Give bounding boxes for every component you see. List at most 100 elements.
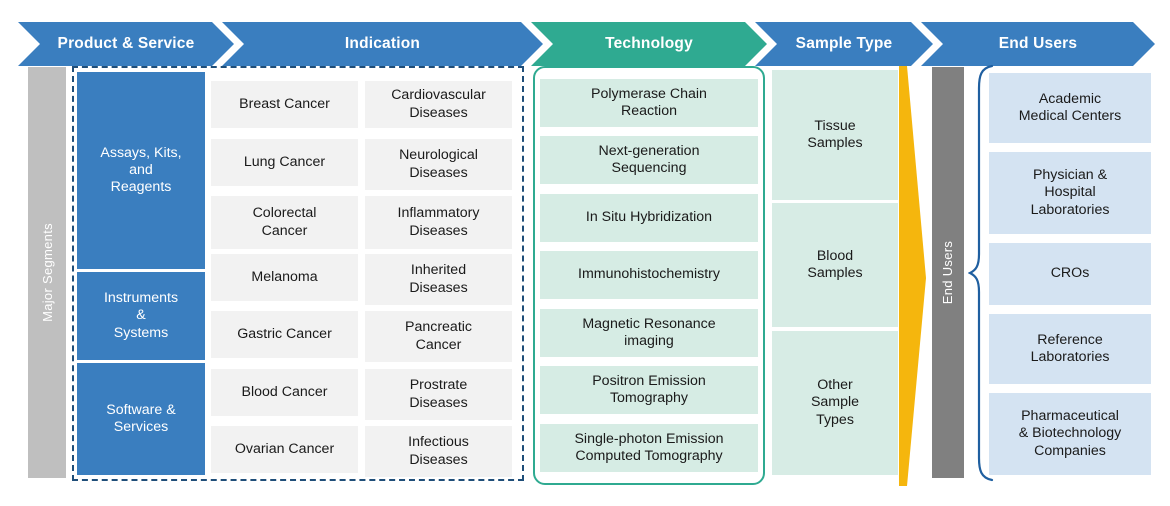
- end-user-item-cros[interactable]: CROs: [989, 243, 1151, 305]
- technology-item-in-situ-hybridization[interactable]: In Situ Hybridization: [540, 194, 758, 242]
- segment-assays-kits-reagents[interactable]: Assays, Kits, and Reagents: [77, 72, 205, 269]
- cell-line: Tomography: [609, 390, 689, 406]
- cell-line: Diseases: [409, 451, 468, 468]
- indication-item-prostrate-diseases[interactable]: Prostrate Diseases: [365, 369, 512, 420]
- cell-line: Computed Tomography: [575, 448, 723, 464]
- cell-line: Immunohistochemistry: [578, 266, 720, 283]
- indication-item-blood-cancer[interactable]: Blood Cancer: [211, 369, 358, 416]
- cell-line: Types: [816, 411, 854, 428]
- cell-line: Sequencing: [611, 160, 687, 176]
- cell-line: Ovarian Cancer: [234, 440, 335, 457]
- chevron-sample-type[interactable]: Sample Type: [755, 22, 933, 66]
- cell-line: Magnetic Resonance: [582, 315, 716, 332]
- indication-item-inherited-diseases[interactable]: Inherited Diseases: [365, 254, 512, 305]
- cell-line: Colorectal: [252, 205, 317, 222]
- cell-line: Diseases: [409, 394, 468, 411]
- cell-line: Companies: [1034, 442, 1106, 459]
- cell-line: Laboratories: [1030, 349, 1110, 365]
- chevron-shape-sample-type: [755, 22, 933, 66]
- chevron-label-sample-type: Sample Type: [795, 35, 893, 52]
- cell-line: Next-generation: [598, 142, 700, 159]
- major-segments-bar: Major Segments: [28, 67, 66, 478]
- end-user-item-academic-medical-centers[interactable]: Academic Medical Centers: [989, 73, 1151, 143]
- chevron-product-service[interactable]: Product & Service: [18, 22, 234, 66]
- cell-line: Cancer: [415, 336, 462, 353]
- technology-item-next-generation-sequencing[interactable]: Next-generation Sequencing: [540, 136, 758, 184]
- cell-line: Reference: [1037, 331, 1103, 348]
- indication-item-cardiovascular-diseases[interactable]: Cardiovascular Diseases: [365, 81, 512, 128]
- cell-line: Blood Cancer: [241, 383, 328, 400]
- end-user-item-reference-laboratories[interactable]: Reference Laboratories: [989, 314, 1151, 384]
- segment-line: and: [129, 161, 153, 178]
- segment-line: Assays, Kits,: [100, 144, 182, 161]
- segment-software-services[interactable]: Software & Services: [77, 363, 205, 475]
- cell-line: Blood: [816, 247, 854, 264]
- indication-item-breast-cancer[interactable]: Breast Cancer: [211, 81, 358, 128]
- indication-item-pancreatic-cancer[interactable]: Pancreatic Cancer: [365, 311, 512, 362]
- cell-line: Diseases: [409, 279, 468, 296]
- end-users-bar-label: End Users: [940, 240, 956, 305]
- cell-line: Samples: [807, 135, 863, 151]
- chevron-indication[interactable]: Indication: [222, 22, 543, 66]
- indication-item-inflammatory-diseases[interactable]: Inflammatory Diseases: [365, 196, 512, 249]
- cell-line: Academic: [1038, 90, 1102, 107]
- end-users-bar: End Users: [932, 67, 964, 478]
- indication-item-colorectal-cancer[interactable]: Colorectal Cancer: [211, 196, 358, 249]
- segment-line: Software &: [106, 401, 176, 418]
- cell-line: Sample: [810, 394, 860, 411]
- chevron-shape-technology: [531, 22, 767, 66]
- segment-line: Systems: [113, 324, 169, 341]
- chevron-end-users[interactable]: End Users: [921, 22, 1155, 66]
- cell-line: Hospital: [1044, 184, 1096, 201]
- cell-line: In Situ Hybridization: [585, 209, 713, 226]
- cell-line: & Biotechnology: [1018, 425, 1122, 442]
- indication-item-infectious-diseases[interactable]: Infectious Diseases: [365, 426, 512, 477]
- cell-line: Prostrate: [409, 377, 468, 394]
- segment-line: Reagents: [110, 179, 172, 196]
- indication-item-gastric-cancer[interactable]: Gastric Cancer: [211, 311, 358, 358]
- header-chevron-banner: Product & Service Indication Technology …: [0, 22, 1170, 66]
- cell-line: CROs: [1050, 265, 1090, 282]
- segment-instruments-systems[interactable]: Instruments & Systems: [77, 272, 205, 360]
- indication-item-neurological-diseases[interactable]: Neurological Diseases: [365, 139, 512, 190]
- cell-line: Polymerase Chain: [591, 85, 707, 102]
- sample-type-item-other-sample-types[interactable]: Other Sample Types: [772, 331, 898, 475]
- cell-line: Cancer: [261, 222, 308, 239]
- sample-type-item-tissue-samples[interactable]: Tissue Samples: [772, 70, 898, 200]
- segment-line: Services: [113, 419, 169, 435]
- chevron-technology[interactable]: Technology: [531, 22, 767, 66]
- chevron-label-product-service: Product & Service: [57, 35, 195, 52]
- chevron-label-technology: Technology: [605, 35, 693, 52]
- cell-line: Laboratories: [1030, 201, 1110, 218]
- cell-line: Diseases: [409, 164, 468, 181]
- cell-line: Inherited: [410, 262, 467, 279]
- segment-line: &: [136, 307, 146, 324]
- cell-line: Tissue: [814, 117, 856, 134]
- sample-type-item-blood-samples[interactable]: Blood Samples: [772, 203, 898, 327]
- segment-line: Instruments: [103, 290, 179, 307]
- cell-line: Physician &: [1032, 167, 1108, 184]
- indication-item-melanoma[interactable]: Melanoma: [211, 254, 358, 301]
- technology-item-magnetic-resonance-imaging[interactable]: Magnetic Resonance imaging: [540, 309, 758, 357]
- indication-item-lung-cancer[interactable]: Lung Cancer: [211, 139, 358, 186]
- chevron-shape-indication: [222, 22, 543, 66]
- end-user-item-physician-hospital-laboratories[interactable]: Physician & Hospital Laboratories: [989, 152, 1151, 234]
- technology-item-positron-emission-tomography[interactable]: Positron Emission Tomography: [540, 366, 758, 414]
- chevron-shapes: [18, 22, 1155, 66]
- cell-line: Melanoma: [251, 268, 318, 285]
- indication-item-ovarian-cancer[interactable]: Ovarian Cancer: [211, 426, 358, 473]
- cell-line: Samples: [807, 265, 863, 281]
- cell-line: Inflammatory: [397, 205, 480, 222]
- cell-line: imaging: [624, 333, 674, 349]
- cell-line: Medical Centers: [1018, 108, 1122, 124]
- technology-item-polymerase-chain-reaction[interactable]: Polymerase Chain Reaction: [540, 79, 758, 127]
- technology-item-spect[interactable]: Single-photon Emission Computed Tomograp…: [540, 424, 758, 472]
- technology-item-immunohistochemistry[interactable]: Immunohistochemistry: [540, 251, 758, 299]
- cell-line: Lung Cancer: [243, 153, 326, 170]
- end-user-item-pharmaceutical-biotechnology-companies[interactable]: Pharmaceutical & Biotechnology Companies: [989, 393, 1151, 475]
- product-service-indication-group: [72, 66, 524, 481]
- cell-line: Gastric Cancer: [237, 325, 332, 342]
- cell-line: Diseases: [409, 104, 468, 121]
- chevron-label-indication: Indication: [344, 35, 421, 52]
